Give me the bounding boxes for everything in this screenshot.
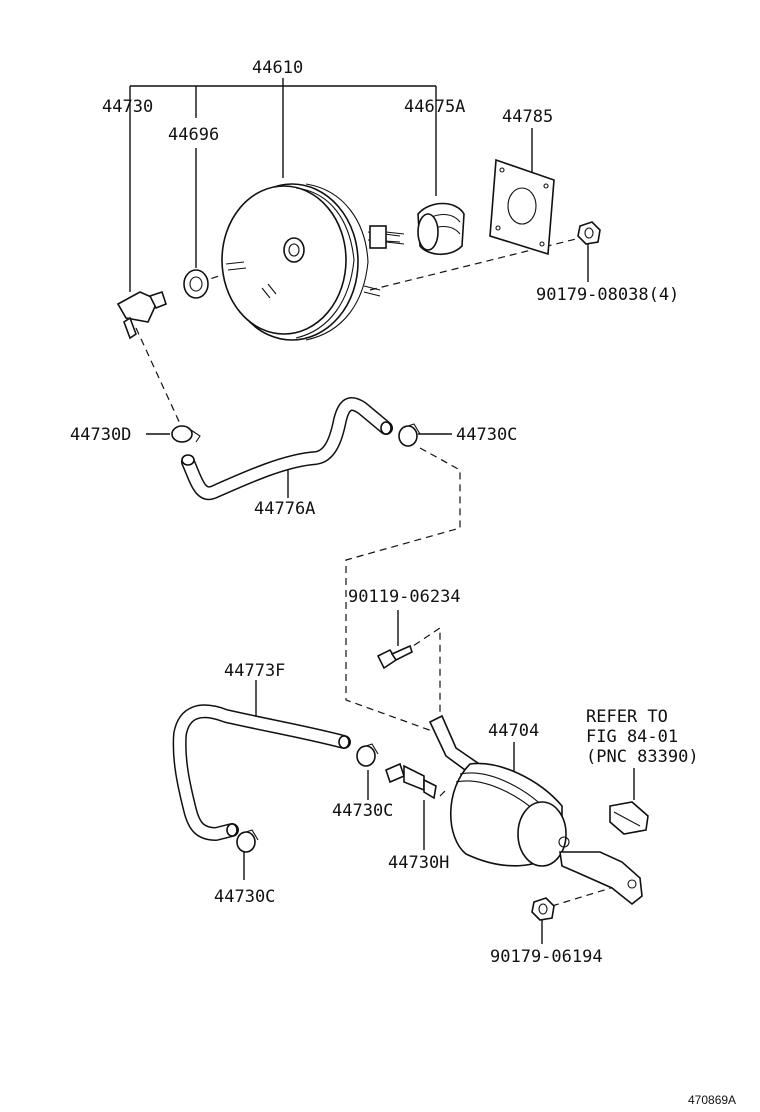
- clip-c-mid: [356, 743, 379, 767]
- label-grommet: 44696: [168, 125, 219, 145]
- label-clip-c-upper: 44730C: [456, 425, 517, 445]
- gasket: [489, 158, 555, 256]
- booster-nut: [577, 221, 601, 245]
- lower-hose: [172, 704, 351, 841]
- label-booster-assembly: 44610: [252, 58, 303, 78]
- grommet: [183, 269, 209, 299]
- clip-c-upper: [398, 423, 421, 447]
- label-nut-booster: 90179-08038(4): [536, 285, 679, 305]
- clip-c-lower: [236, 829, 259, 853]
- boot: [417, 202, 465, 256]
- label-bolt: 90119-06234: [348, 587, 461, 607]
- vacuum-switch: [609, 801, 649, 835]
- label-hose-upper: 44776A: [254, 499, 315, 519]
- label-clip-c-lower: 44730C: [214, 887, 275, 907]
- label-gasket: 44785: [502, 107, 553, 127]
- label-nut-tank: 90179-06194: [490, 947, 603, 967]
- union-fitting: [385, 762, 437, 800]
- leader-lines: [129, 78, 635, 944]
- clip-d: [171, 425, 201, 443]
- check-valve: [116, 290, 167, 340]
- label-check-valve: 44730: [102, 97, 153, 117]
- label-hose-lower: 44773F: [224, 661, 285, 681]
- label-clip-d: 44730D: [70, 425, 131, 445]
- label-refer-line2: FIG 84-01: [586, 727, 678, 747]
- figure-id: 470869A: [688, 1093, 736, 1107]
- tank-nut: [531, 897, 555, 921]
- upper-hose: [181, 397, 393, 501]
- label-refer-line3: (PNC 83390): [586, 747, 699, 767]
- vacuum-tank: [428, 714, 643, 906]
- label-boot: 44675A: [404, 97, 465, 117]
- label-clip-c-mid: 44730C: [332, 801, 393, 821]
- part-labels: 44610 44730 44696 44675A 44785 90179-080…: [70, 58, 736, 1107]
- brake-booster: [221, 183, 405, 341]
- bolt: [376, 644, 413, 670]
- label-vacuum-tank: 44704: [488, 721, 539, 741]
- label-union: 44730H: [388, 853, 449, 873]
- label-refer-line1: REFER TO: [586, 707, 668, 727]
